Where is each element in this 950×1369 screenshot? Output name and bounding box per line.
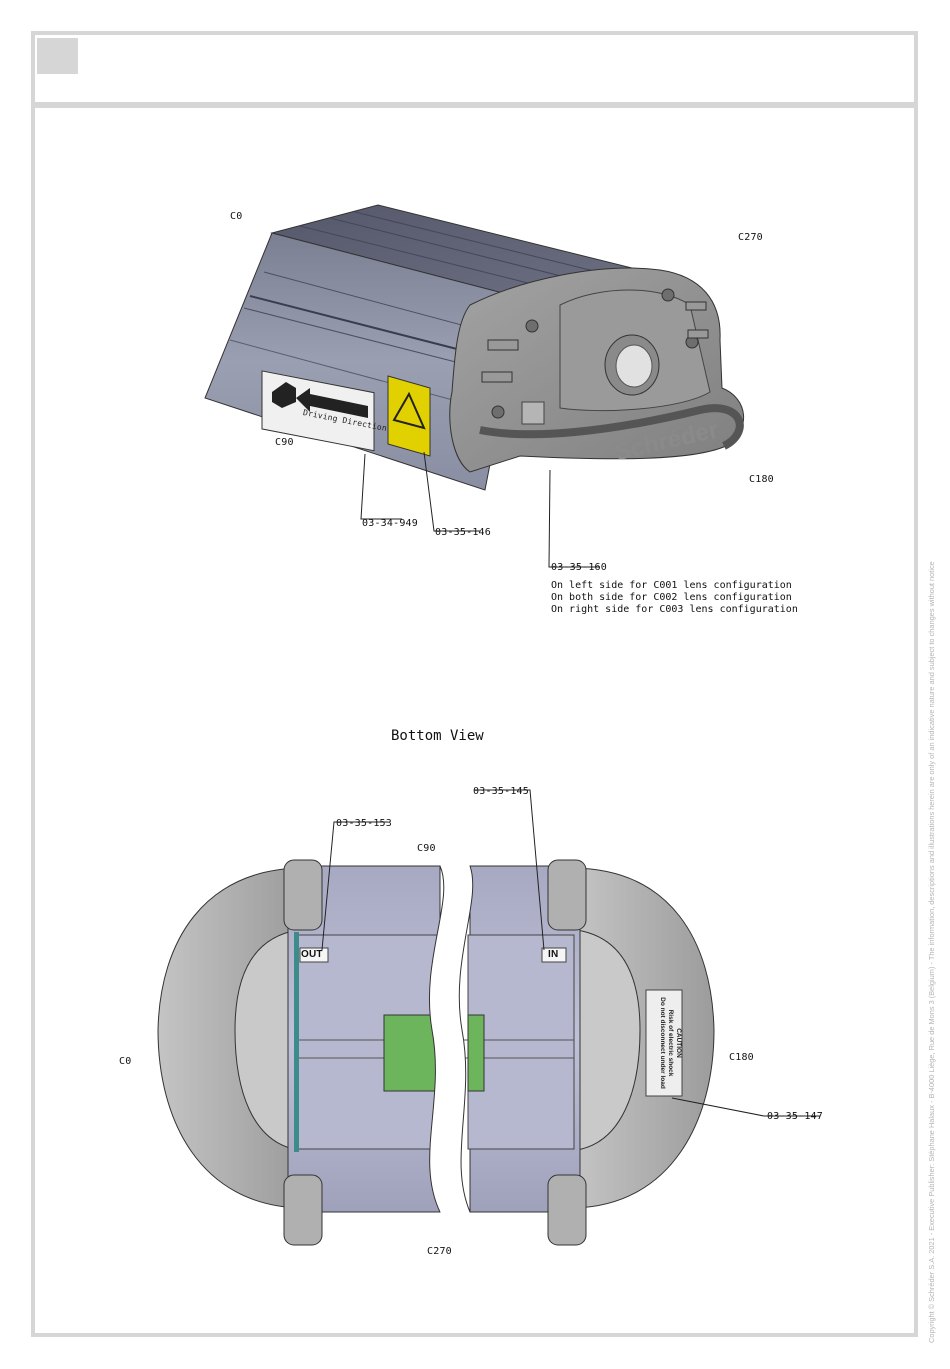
caution-line-2: Do not disconnect under load <box>659 997 666 1089</box>
in-sticker: IN <box>548 949 559 960</box>
lens-note-3: On right side for C003 lens configuratio… <box>551 604 798 615</box>
header-bar <box>35 35 914 108</box>
callout-03-35-147: 03-35-147 <box>767 1111 823 1122</box>
bottom-view-title: Bottom View <box>391 728 484 744</box>
label-c180-bottom: C180 <box>729 1052 754 1063</box>
page-frame <box>31 31 918 1337</box>
callout-03-35-153: 03-35-153 <box>336 818 392 829</box>
callout-03-35-160: 03-35-160 <box>551 562 607 573</box>
lens-note-2: On both side for C002 lens configuration <box>551 592 792 603</box>
label-c270-bottom: C270 <box>427 1246 452 1257</box>
caution-sticker: CAUTION Risk of electric shock Do not di… <box>648 992 682 1094</box>
callout-03-35-145: 03-35-145 <box>473 786 529 797</box>
callout-03-35-146: 03-35-146 <box>435 527 491 538</box>
label-c90-top: C90 <box>275 437 294 448</box>
bottom-callout-leaders <box>321 789 820 1117</box>
caution-title: CAUTION <box>675 1028 682 1058</box>
callout-03-34-949: 03-34-949 <box>362 518 418 529</box>
luminaire-iso-view <box>204 204 744 491</box>
label-c180-top: C180 <box>749 474 774 485</box>
caution-line-1: Risk of electric shock <box>667 1009 674 1077</box>
lens-note-1: On left side for C001 lens configuration <box>551 580 792 591</box>
label-c270-top: C270 <box>738 232 763 243</box>
luminaire-bottom-view <box>157 859 715 1246</box>
logo-placeholder <box>37 38 78 74</box>
out-sticker: OUT <box>301 949 323 960</box>
label-c0-bottom: C0 <box>119 1056 132 1067</box>
top-callout-leaders <box>360 451 600 568</box>
copyright-sidebar: Copyright © Schréder S.A. 2021 - Executi… <box>927 561 936 1343</box>
label-c0-top: C0 <box>230 211 243 222</box>
label-c90-bottom: C90 <box>417 843 436 854</box>
